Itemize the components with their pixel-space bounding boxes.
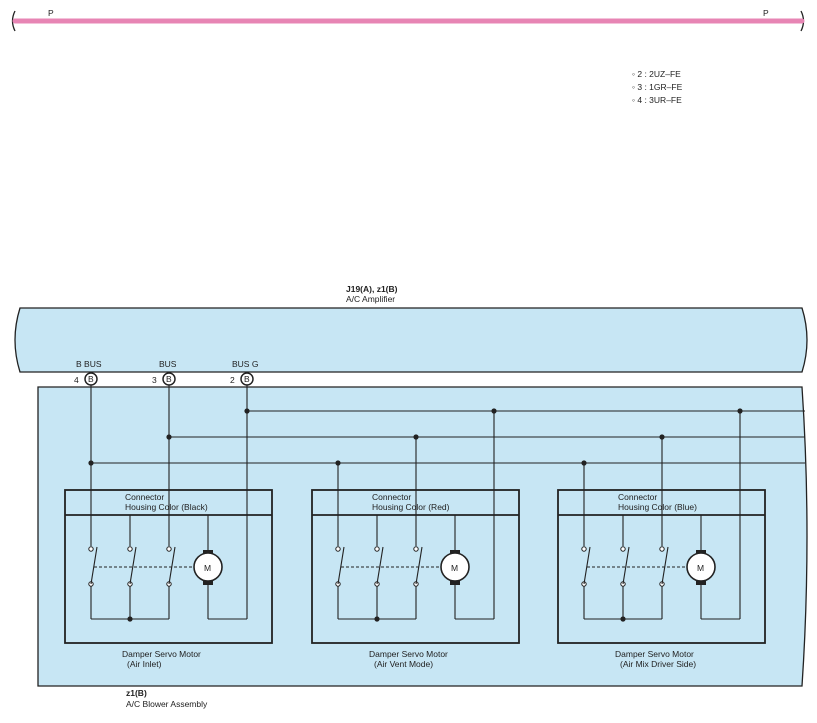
junction-dot (374, 616, 380, 622)
switch-blade (168, 546, 176, 585)
motor-name: Damper Servo Motor (369, 649, 448, 659)
connector-color-label: Housing Color (Red) (372, 502, 450, 512)
motor-brush (450, 580, 460, 585)
motor-brush (696, 580, 706, 585)
wire-color-left: P (48, 8, 54, 18)
note-line: ◦ 2 : 2UZ–FE (632, 69, 681, 79)
junction-dot (620, 616, 626, 622)
switch-blade (376, 546, 384, 585)
switch-contact (581, 546, 587, 552)
switch-blade (622, 546, 630, 585)
motor-icon (440, 552, 470, 582)
motor-name: Damper Servo Motor (122, 649, 201, 659)
connector-color-label: Housing Color (Black) (125, 502, 208, 512)
switch-blade (661, 546, 669, 585)
blower-assembly-body (37, 386, 808, 687)
amplifier-code: J19(A), z1(B) (346, 284, 398, 294)
motor-symbol: M (451, 563, 458, 573)
motor-icon (193, 552, 223, 582)
connector-pins: 4 B 3 B 2 B (74, 372, 254, 386)
junction-dot (659, 434, 665, 440)
junction-dot (413, 434, 419, 440)
junction-dot (581, 460, 587, 466)
motor-name: Damper Servo Motor (615, 649, 694, 659)
switch-blade (90, 546, 98, 585)
motor-symbol: M (697, 563, 704, 573)
blower-name: A/C Blower Assembly (126, 699, 208, 709)
motor-function: (Air Mix Driver Side) (620, 659, 696, 669)
note-line: ◦ 4 : 3UR–FE (632, 95, 682, 105)
amplifier-name: A/C Amplifier (346, 294, 395, 304)
blower-code: z1(B) (126, 688, 147, 698)
switch-contact (166, 546, 172, 552)
connector-label: Connector (125, 492, 164, 502)
switch-blade (415, 546, 423, 585)
switch-contact (620, 546, 626, 552)
wire-color-right: P (763, 8, 769, 18)
engine-notes: ◦ 2 : 2UZ–FE ◦ 3 : 1GR–FE ◦ 4 : 3UR–FE (632, 69, 683, 105)
junction-dot (335, 460, 341, 466)
switch-blade (583, 546, 591, 585)
connector-label: Connector (372, 492, 411, 502)
connector-label: Connector (618, 492, 657, 502)
note-line: ◦ 3 : 1GR–FE (632, 82, 683, 92)
ac-amplifier: J19(A), z1(B) A/C Amplifier B BUS BUS BU… (14, 284, 808, 373)
pin-label-busg: BUS G (232, 359, 258, 369)
pin-label-bus: BUS (159, 359, 177, 369)
switch-contact (88, 546, 94, 552)
motor-function: (Air Inlet) (127, 659, 162, 669)
junction-dot (88, 460, 94, 466)
top-wire: P P (11, 8, 805, 32)
junction-dot (166, 434, 172, 440)
motor-icon (686, 552, 716, 582)
pin-number: 4 (74, 375, 79, 385)
switch-contact (374, 546, 380, 552)
switch-contact (659, 546, 665, 552)
connector-color-label: Housing Color (Blue) (618, 502, 697, 512)
motor-function: (Air Vent Mode) (374, 659, 433, 669)
pin-number: 3 (152, 375, 157, 385)
switch-contact (413, 546, 419, 552)
connector-letter: B (244, 374, 250, 384)
blower-label: z1(B) A/C Blower Assembly (126, 688, 208, 709)
junction-dot (737, 408, 743, 414)
switch-blade (337, 546, 345, 585)
connector-letter: B (88, 374, 94, 384)
switch-contact (335, 546, 341, 552)
pin-label-bbus: B BUS (76, 359, 102, 369)
pin-number: 2 (230, 375, 235, 385)
amplifier-body (14, 307, 808, 373)
switch-contact (127, 546, 133, 552)
connector-letter: B (166, 374, 172, 384)
bus-wires (88, 385, 805, 490)
junction-dot (127, 616, 133, 622)
junction-dot (244, 408, 250, 414)
switch-blade (129, 546, 137, 585)
junction-dot (491, 408, 497, 414)
motor-brush (203, 580, 213, 585)
motor-symbol: M (204, 563, 211, 573)
